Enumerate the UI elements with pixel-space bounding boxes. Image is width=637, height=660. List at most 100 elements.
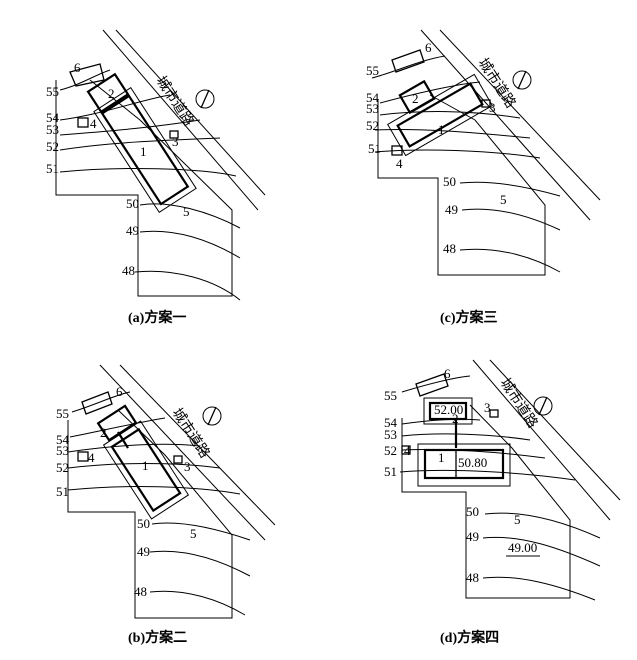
area-number: 5 [183,204,190,219]
building-1-c [396,82,484,148]
caption-a: (a)方案一 [128,309,186,326]
building-4-c [391,145,403,156]
contour-48-a [134,270,241,301]
area-number: 2 [452,411,459,426]
contour-label: 52 [56,460,69,475]
contour-label: 51 [368,141,381,156]
contour-label: 53 [56,443,69,458]
road-edge-c1 [420,29,591,221]
north-arrow-circle-a [195,89,215,109]
area-number: 1 [438,450,445,465]
contour-55-a [59,69,111,91]
road-edge-b2 [119,364,276,526]
contour-52-c [374,128,531,139]
building-2-a [86,72,130,114]
area-number: 2 [412,91,419,106]
contour-label: 52 [366,118,379,133]
green-area-6-c [391,49,425,73]
contour-label: 50 [137,516,150,531]
contour-55-d [401,375,471,393]
building-3-c [481,99,491,108]
area-number: 4 [404,443,411,458]
road-edge-a2 [115,29,266,196]
area-number: 2 [108,86,115,101]
north-arrow-circle-c [512,70,532,90]
road-edge-d1 [472,359,611,521]
building-2-c [398,79,436,115]
contour-54-b [69,417,166,438]
area-number: 4 [90,116,97,131]
contour-label: 54 [46,110,60,125]
caption-b: (b)方案二 [128,629,187,646]
contour-label: 49 [137,544,150,559]
contour-54-a [59,94,171,121]
contour-label: 55 [366,63,379,78]
north-arrow-circle-b [202,406,222,426]
contour-label: 50 [466,504,479,519]
contour-label: 50 [126,196,139,211]
contour-label: 55 [384,388,397,403]
road-edge-d2 [489,359,621,501]
building-3-b [173,455,183,464]
contour-52-a [59,137,221,151]
site-boundary-b [67,409,233,619]
contour-48-d [482,576,596,601]
area-number: 1 [140,144,147,159]
elevation-label: 52.00 [434,402,463,417]
road-edge-a1 [102,29,259,211]
contour-label: 53 [46,122,59,137]
building-1-outline-c [387,73,493,157]
contour-50-d [484,512,601,539]
area-number: 1 [438,122,445,137]
contour-label: 54 [56,432,70,447]
area-number: 4 [88,450,95,465]
building-1-outline-b [102,420,190,520]
green-area-6-b [81,391,113,415]
contour-53-a [59,119,201,136]
road-label-b: 城市道路 [169,405,214,461]
building-1-a [100,94,190,206]
panel-d: 55 54 53 52 51 50 49 48 6 3 2 4 1 5 52.0… [384,359,621,646]
contour-label: 48 [443,241,456,256]
contour-label: 48 [134,584,147,599]
panel-b: 55 54 53 52 51 50 49 48 6 2 4 3 1 5 城市道路… [56,364,276,646]
contour-label: 49 [445,202,458,217]
contour-label: 50 [443,174,456,189]
contour-label: 51 [46,161,59,176]
road-edge-c2 [439,29,601,201]
contour-50-b [151,522,251,541]
building-4-a [77,117,89,128]
contour-label: 48 [122,263,135,278]
north-arrow-needle-d [538,396,548,416]
north-arrow-needle-c [517,70,527,90]
building-4-b [77,451,89,462]
area-number: 3 [489,100,496,115]
site-boundary-d [401,404,571,599]
contour-label: 54 [366,90,380,105]
contour-label: 48 [466,570,479,585]
contour-50-a [139,203,241,229]
area-number: 3 [184,459,191,474]
building-2-d [428,401,468,421]
green-area-6-d [415,373,449,397]
north-arrow-circle-d [533,396,553,416]
contour-49-d [482,536,601,567]
panel-a: 55 54 53 52 51 50 49 48 6 2 4 3 1 5 城市道路… [46,29,266,326]
contour-49-c [461,208,561,231]
road-label-a: 城市道路 [153,73,198,129]
contour-49-b [149,550,251,577]
contour-label: 49 [126,223,139,238]
contour-55-c [371,55,446,79]
contour-51-a [59,168,237,177]
contour-50-c [459,181,561,197]
contour-53-d [401,433,531,441]
contour-48-c [459,248,561,273]
area-number: 5 [190,526,197,541]
panel-c: 55 54 53 52 51 50 49 48 6 2 3 1 4 5 城市道路… [366,29,601,326]
area-number: 6 [116,384,123,399]
contour-53-c [379,111,521,119]
caption-d: (d)方案四 [440,629,499,646]
contour-48-b [149,590,246,616]
